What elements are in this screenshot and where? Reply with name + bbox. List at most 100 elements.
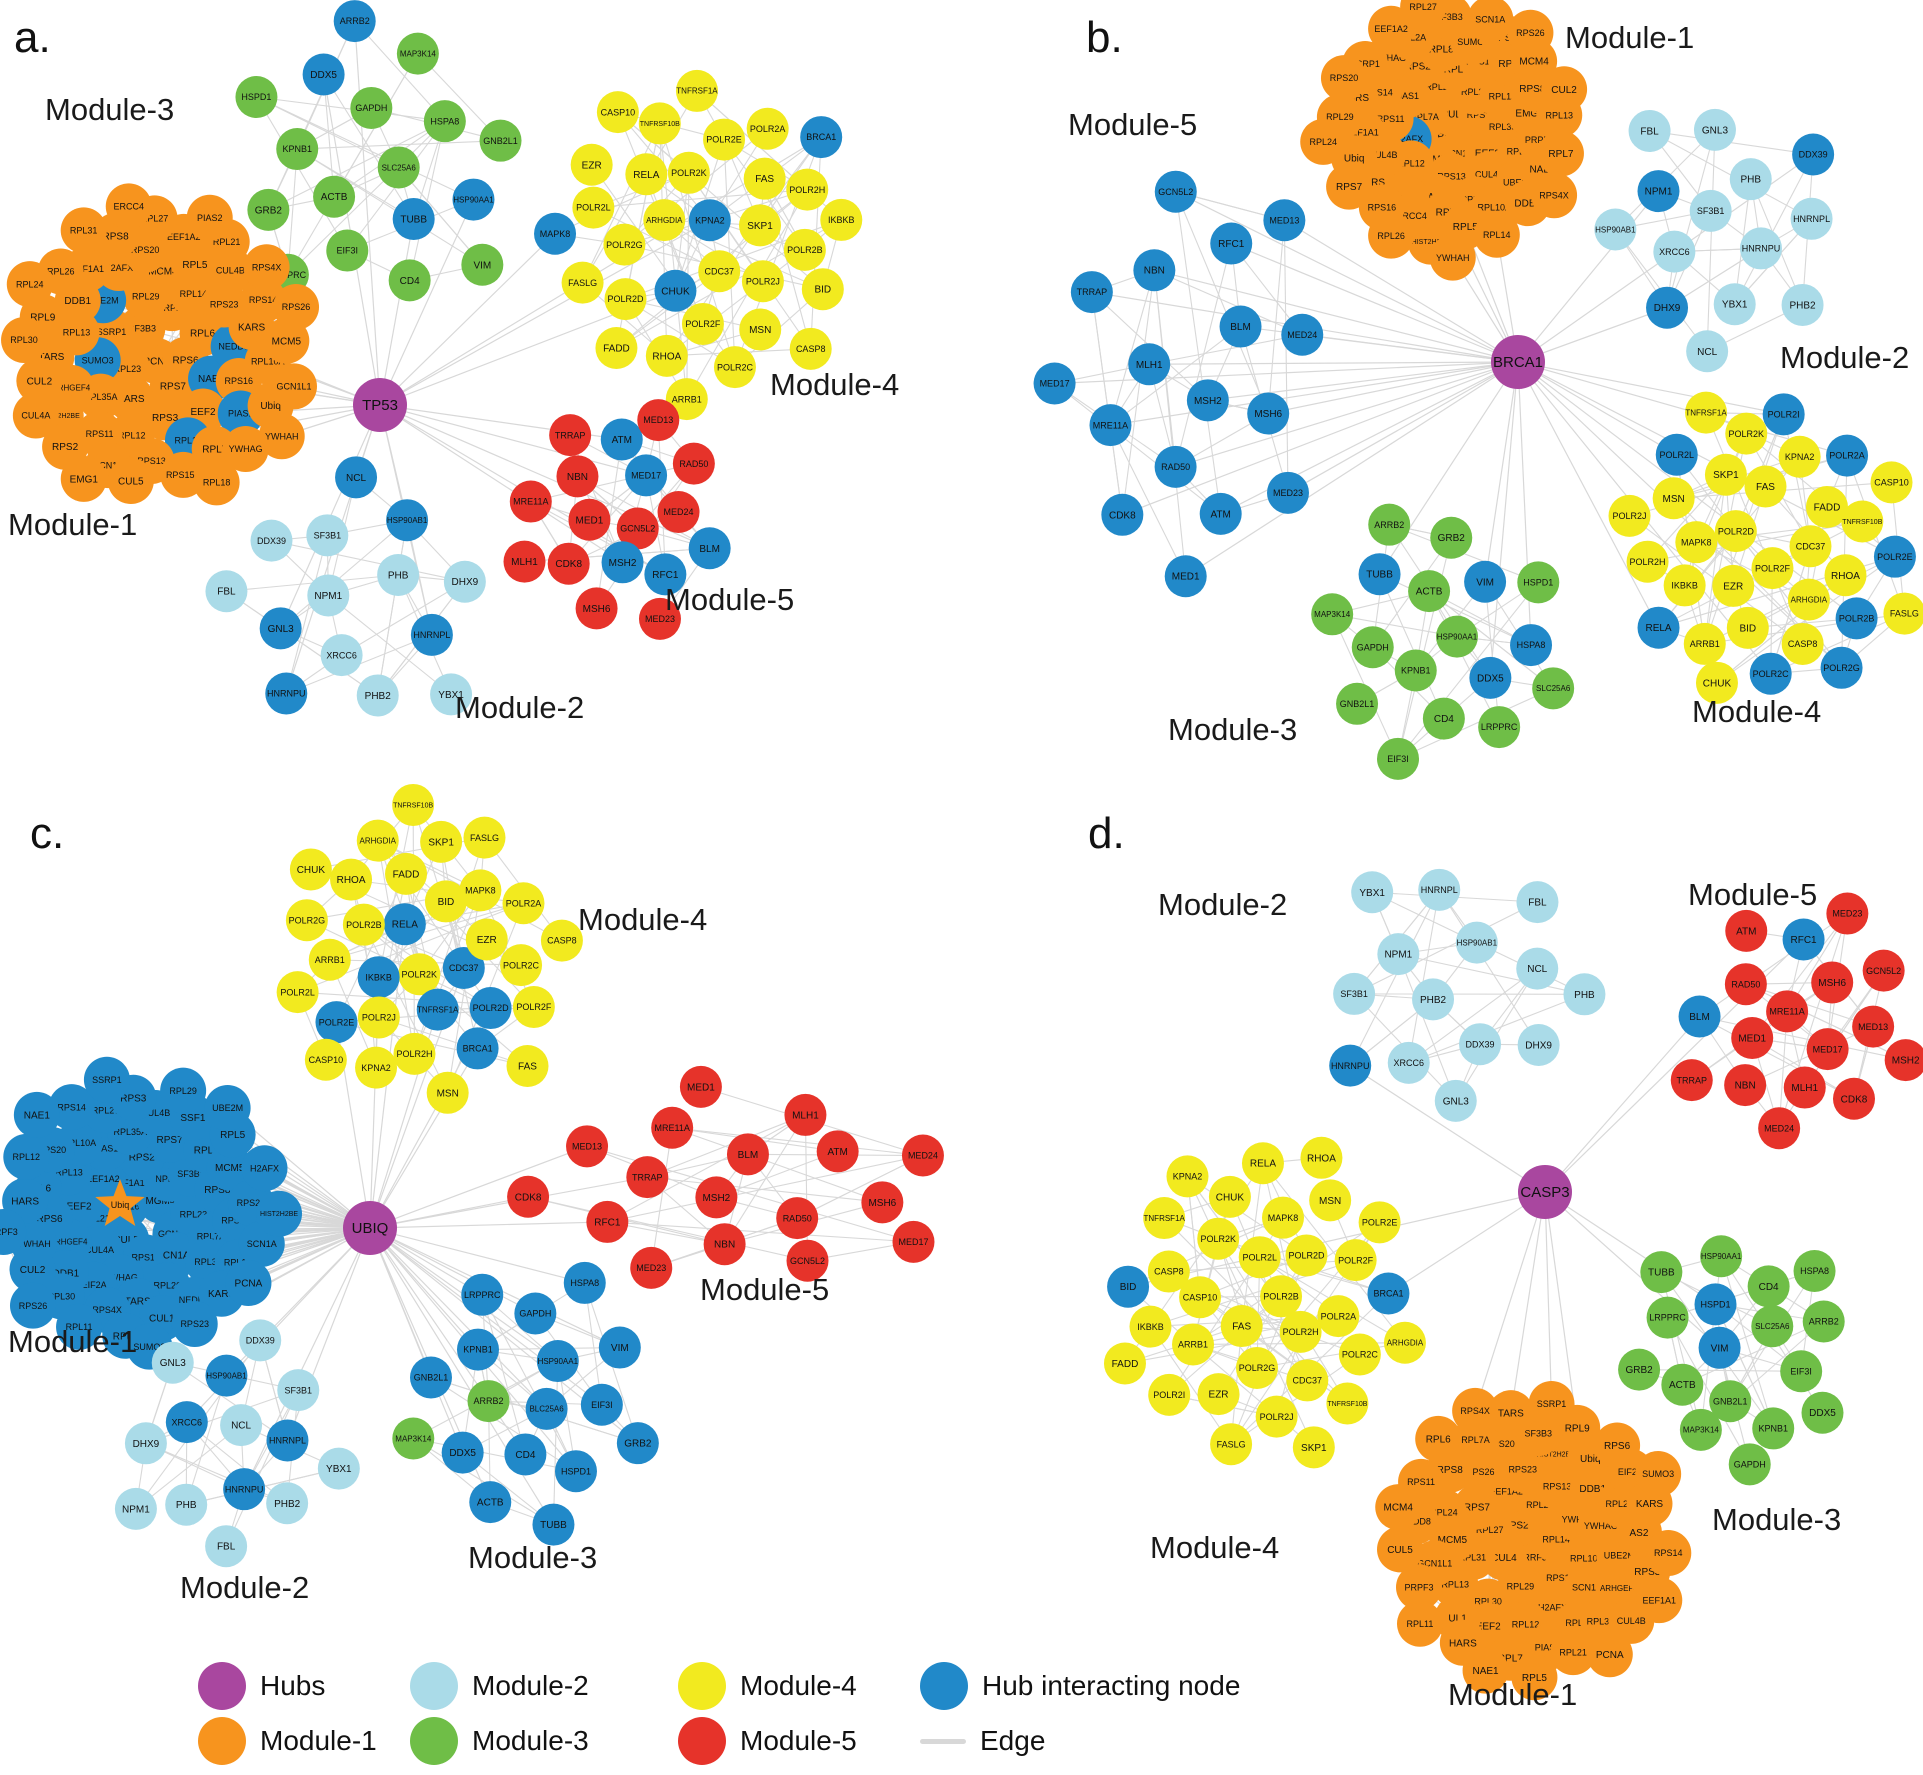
node-label: ARRB1: [315, 955, 345, 965]
node-label: MLH1: [1791, 1083, 1818, 1094]
node-GNL3: [259, 607, 302, 650]
node-label: RPS26: [1466, 1467, 1495, 1477]
node-RHOA: [1824, 554, 1867, 597]
node-label: HSP90AB1: [387, 516, 428, 525]
edge: [1699, 913, 1848, 1017]
node-NCL: [1516, 947, 1559, 990]
node-label: EIF3I: [1387, 754, 1409, 764]
node-label: DDX5: [1477, 673, 1504, 684]
node-PHB: [1563, 973, 1606, 1016]
edge: [285, 535, 328, 694]
hub-edge: [1517, 361, 1784, 415]
node-label: POLR2C: [503, 960, 540, 970]
node-label: EMG1: [1515, 108, 1544, 119]
node-label: SCN1A: [1572, 1583, 1602, 1593]
node-label: TARS: [1498, 1409, 1524, 1420]
node-label: BID: [814, 285, 831, 296]
node-CDK8: [1101, 493, 1144, 536]
hub-edge: [1154, 269, 1519, 363]
node-label: IKBKB: [365, 972, 392, 982]
edge: [554, 172, 690, 235]
node-label: RPS14: [249, 295, 278, 305]
node-MAPK8: [534, 212, 577, 255]
node-label: RPS7: [1464, 1502, 1491, 1513]
node-MED17: [892, 1220, 935, 1263]
node-label: SF3B3: [129, 324, 157, 334]
node-POLR2H: [1279, 1310, 1322, 1353]
node-label: MRE11A: [1769, 1006, 1804, 1016]
node-MAPK8: [1261, 1196, 1304, 1239]
node-label: POLR2J: [362, 1013, 396, 1023]
node-HSP90AB1: [1455, 921, 1498, 964]
node-label: EEF1A1: [1642, 1595, 1676, 1605]
edge: [1192, 1344, 1315, 1448]
node-TNFRSF10B: [1326, 1382, 1369, 1425]
node-POLR2L: [276, 971, 319, 1014]
node-label: EIF3I: [1790, 1366, 1812, 1376]
node-label: BID: [1120, 1282, 1137, 1293]
node-label: MED13: [643, 415, 673, 425]
node-CASP8: [1147, 1250, 1190, 1293]
hub-node-CASP3: [1518, 1165, 1572, 1219]
panel-letter-c: c.: [30, 809, 64, 858]
legend-item-edge: Edge: [920, 1717, 1240, 1765]
node-FAS: [743, 157, 786, 200]
node-label: CD4: [515, 1450, 535, 1461]
node-CASP8: [789, 327, 832, 370]
node-XRCC6: [165, 1401, 208, 1444]
node-POLR2I: [1762, 393, 1805, 436]
node-label: YBX1: [326, 1464, 352, 1475]
edge: [530, 463, 694, 503]
node-label: RPS16: [1368, 202, 1397, 212]
node-CUL2: [1541, 66, 1588, 113]
node-label: FASLG: [470, 833, 499, 843]
node-label: FBL: [217, 1542, 236, 1553]
node-GCN5L2: [1154, 170, 1197, 213]
node-label: MED1: [1738, 1034, 1766, 1045]
module-label-d: Module-1: [1448, 1677, 1577, 1712]
edge: [323, 74, 415, 220]
node-label: EIF2A: [82, 1280, 107, 1290]
node-label: RPL24: [1309, 137, 1337, 147]
node-label: RPS14: [57, 1102, 86, 1112]
node-label: RPS15A: [166, 470, 201, 480]
node-HSPD1: [554, 1450, 597, 1493]
node-label: TRRAP: [1677, 1075, 1708, 1085]
node-RFC1: [586, 1200, 629, 1243]
node-EMG1: [60, 455, 107, 502]
module-label-a: Module-1: [8, 507, 137, 542]
node-POLR2E: [1358, 1201, 1401, 1244]
hub-edge: [1127, 1191, 1546, 1288]
node-label: GRB2: [1625, 1365, 1653, 1376]
node-H2AFX: [241, 1145, 288, 1192]
node-label: RPL24: [16, 279, 44, 289]
node-label: IKBKB: [1671, 581, 1698, 591]
edge: [527, 1196, 808, 1262]
node-NCL: [220, 1404, 263, 1447]
edge: [1379, 574, 1445, 719]
hub-edge: [1489, 361, 1519, 678]
node-FADD: [595, 327, 638, 370]
node-label: YWHAH: [1562, 1514, 1596, 1524]
node-label: MED13: [1269, 215, 1299, 225]
edge: [582, 123, 661, 283]
edge: [1379, 573, 1532, 646]
node-MED24: [657, 491, 700, 534]
node-DDX39: [1792, 133, 1835, 176]
node-label: RPL5: [1522, 1673, 1547, 1684]
edge: [647, 1114, 806, 1178]
panel-letter-b: b.: [1086, 13, 1123, 62]
hub-edge: [1175, 361, 1519, 468]
star-node-label: Ubiq: [111, 1200, 130, 1210]
node-label: HSP90AA1: [538, 1357, 579, 1366]
node-label: NCL: [346, 473, 366, 484]
node-label: RPL6: [1444, 65, 1469, 76]
node-label: RHOA: [1307, 1153, 1336, 1164]
node-POLR2C: [1338, 1333, 1381, 1376]
node-POLR2L: [1238, 1236, 1281, 1279]
node-label: SKP1: [747, 221, 773, 232]
node-label: GCN5L2: [1866, 966, 1901, 976]
node-label: POLR2E: [706, 135, 742, 145]
node-GRB2: [1618, 1348, 1661, 1391]
node-label: PRPF3: [1404, 1582, 1433, 1592]
